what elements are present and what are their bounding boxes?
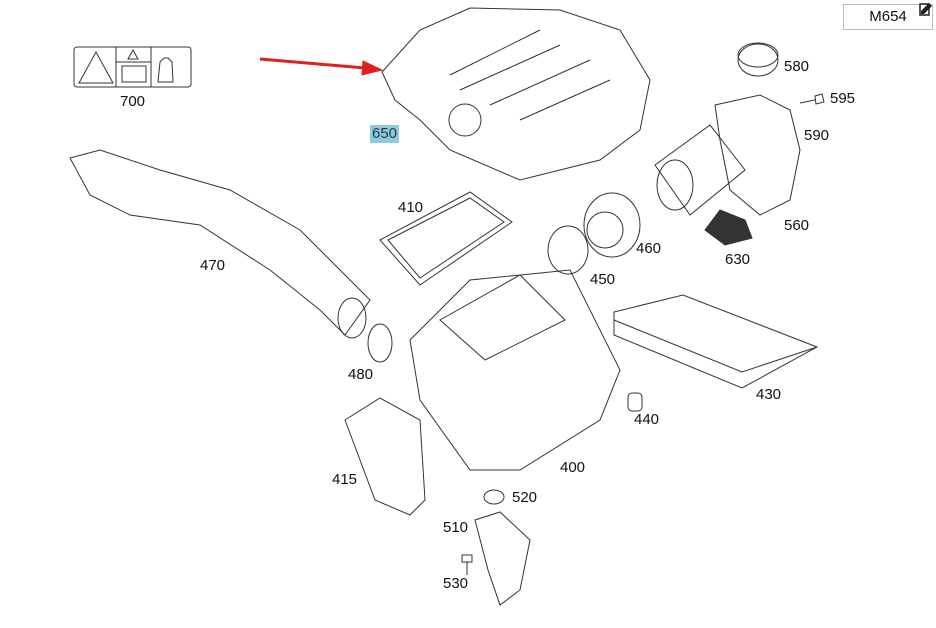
- part-label-430[interactable]: 430: [756, 386, 782, 403]
- model-code-box: M654: [843, 4, 933, 30]
- bolt-part[interactable]: [799, 93, 825, 105]
- part-label-450[interactable]: 450: [590, 271, 616, 288]
- part-label-470[interactable]: 470: [200, 257, 226, 274]
- grommet-part[interactable]: [483, 489, 505, 505]
- part-label-440[interactable]: 440: [634, 411, 660, 428]
- part-label-590[interactable]: 590: [804, 127, 830, 144]
- part-label-560[interactable]: 560: [784, 217, 810, 234]
- edit-icon[interactable]: [919, 0, 935, 16]
- part-label-520[interactable]: 520: [512, 489, 538, 506]
- seal-ring-part[interactable]: [547, 225, 589, 275]
- ring-part[interactable]: [737, 43, 779, 77]
- air-filter-box-part[interactable]: [409, 269, 621, 471]
- rubber-sleeve-part[interactable]: [704, 209, 753, 246]
- sensor-part[interactable]: [583, 192, 641, 258]
- part-label-510[interactable]: 510: [443, 519, 469, 536]
- part-label-415[interactable]: 415: [332, 471, 358, 488]
- housing-part[interactable]: [714, 94, 801, 216]
- part-label-410[interactable]: 410: [398, 199, 424, 216]
- part-label-630[interactable]: 630: [725, 251, 751, 268]
- part-label-580[interactable]: 580: [784, 58, 810, 75]
- pointer-arrow: [259, 57, 366, 70]
- screw-part[interactable]: [461, 554, 473, 575]
- filter-element-part[interactable]: [613, 294, 819, 389]
- part-label-480[interactable]: 480: [348, 366, 374, 383]
- part-label-460[interactable]: 460: [636, 240, 662, 257]
- part-label-530[interactable]: 530: [443, 575, 469, 592]
- o-ring-part[interactable]: [367, 323, 393, 363]
- bracket-part[interactable]: [474, 511, 531, 606]
- intake-duct-part[interactable]: [69, 149, 371, 336]
- warning-label-part[interactable]: [73, 46, 192, 88]
- engine-cover-part[interactable]: [381, 7, 651, 181]
- bellows-hose-part[interactable]: [654, 124, 746, 216]
- part-label-595[interactable]: 595: [830, 90, 856, 107]
- part-label-400[interactable]: 400: [560, 459, 586, 476]
- part-label-700[interactable]: 700: [120, 93, 146, 110]
- arrow-head: [361, 60, 384, 76]
- gasket-part[interactable]: [379, 191, 513, 286]
- air-duct-part[interactable]: [344, 397, 426, 516]
- plug-part[interactable]: [627, 392, 643, 412]
- part-label-650[interactable]: 650: [370, 125, 400, 143]
